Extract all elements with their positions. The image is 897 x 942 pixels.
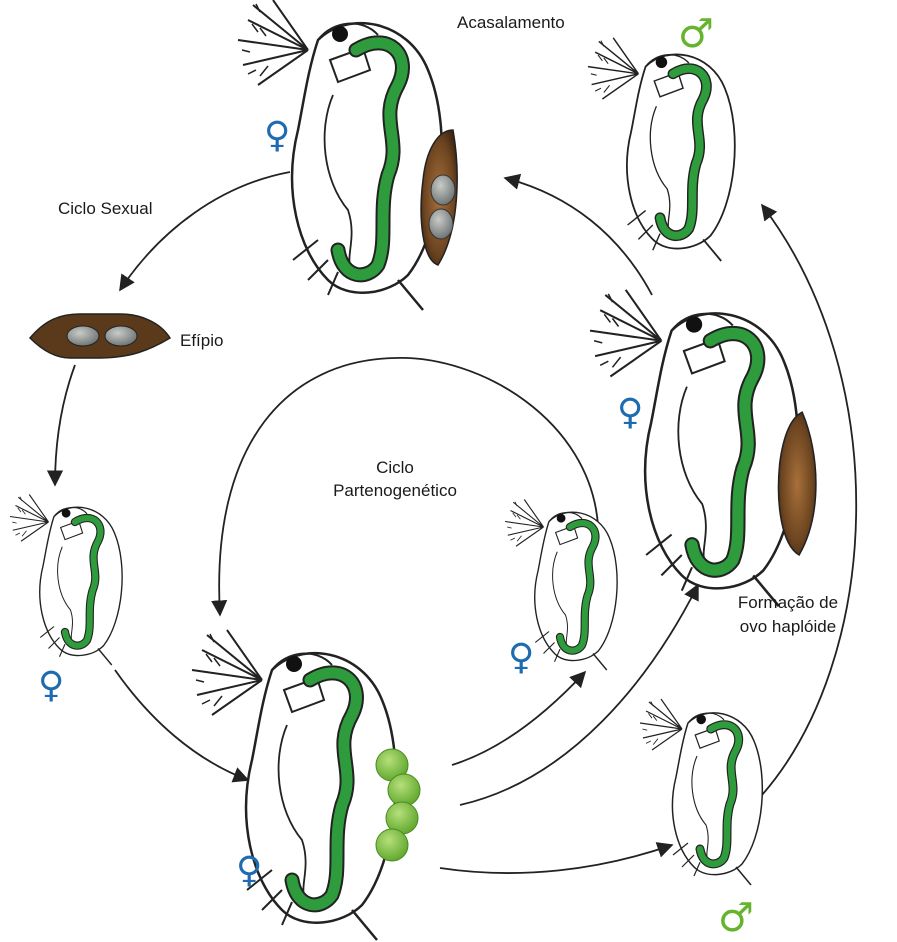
female-symbol-small: ♀ [508,640,534,676]
arrow-center-to-small-female [452,672,585,765]
label-partenogenetico: Partenogenético [300,480,490,502]
female-symbol-right: ♀ [617,395,643,431]
label-formacao-de: Formação de [718,592,858,614]
ephippium [30,314,170,358]
hatchling-female-daphnia [10,495,122,666]
bottom-male-daphnia [640,699,762,885]
label-ciclo: Ciclo [300,457,490,479]
male-symbol-bottom: ♂ [718,898,754,938]
arrow-center-to-male [440,845,672,873]
arrow-sexual-to-ephippium [120,172,290,290]
arrow-hatchling-to-center [115,670,248,780]
label-ovo-haploide: ovo haplóide [718,616,858,638]
haploid-female-daphnia [590,290,816,606]
label-acasalamento: Acasalamento [457,12,565,34]
female-symbol-top: ♀ [264,118,290,154]
parthenogenetic-female-daphnia [192,630,420,940]
label-ciclo-sexual: Ciclo Sexual [58,198,153,220]
arrow-ephippium-to-hatchling [55,365,75,485]
female-symbol-center: ♀ [236,853,262,889]
top-male-daphnia [588,38,735,261]
male-symbol-top: ♂ [678,14,714,54]
label-efipio: Efípio [180,330,223,352]
female-symbol-left: ♀ [38,668,64,704]
